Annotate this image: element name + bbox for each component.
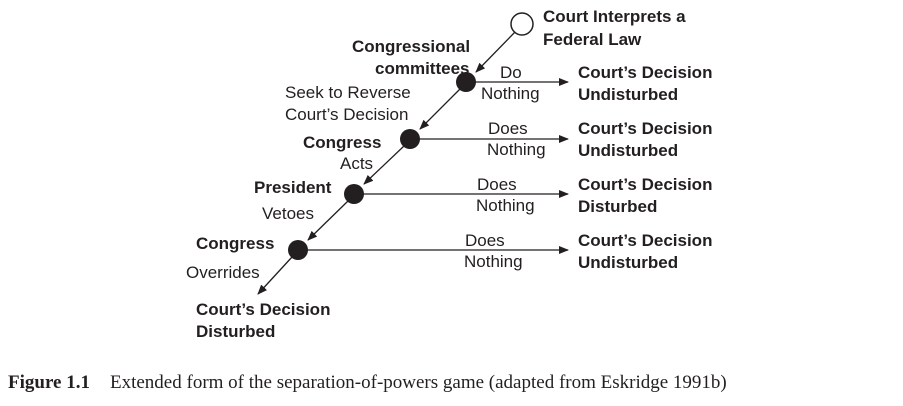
move-label: Seek to Reverse (285, 83, 411, 102)
outcome-label: Undisturbed (578, 141, 678, 160)
move-label: Overrides (186, 263, 260, 282)
caption-text: Extended form of the separation-of-power… (109, 372, 727, 393)
final-outcome-label: Disturbed (196, 322, 275, 341)
outcome-label: Undisturbed (578, 253, 678, 272)
player-label: Congress (196, 234, 274, 253)
outcome-label: Disturbed (578, 197, 657, 216)
figure-caption: Figure 1.1 Extended form of the separatio… (8, 372, 727, 394)
alt-label: Does (465, 231, 505, 250)
move-label: Acts (340, 154, 373, 173)
alt-label: Nothing (481, 84, 540, 103)
outcome-label: Court’s Decision (578, 231, 712, 250)
move-label: Court’s Decision (285, 105, 408, 124)
outcome-label: Court’s Decision (578, 63, 712, 82)
move-label: Vetoes (262, 204, 314, 223)
game-tree-diagram: Court Interprets a Federal Law Congressi… (186, 7, 712, 341)
alt-label: Nothing (487, 140, 546, 159)
alt-label: Nothing (476, 196, 535, 215)
arrow-seek-reverse (419, 88, 461, 130)
alt-label: Does (477, 175, 517, 194)
arrow-president-vetoes (307, 200, 349, 241)
figure-number: Figure 1.1 (8, 372, 90, 393)
player-label: committees (375, 59, 469, 78)
final-outcome-label: Court’s Decision (196, 300, 330, 319)
start-label: Court Interprets a (543, 7, 686, 26)
decision-node-president (344, 184, 364, 204)
start-node (510, 12, 534, 36)
alt-label: Nothing (464, 252, 523, 271)
alt-label: Do (500, 63, 522, 82)
start-label: Federal Law (543, 30, 642, 49)
arrow-start-to-committees (475, 31, 516, 73)
outcome-label: Undisturbed (578, 85, 678, 104)
outcome-label: Court’s Decision (578, 119, 712, 138)
decision-node-committees (456, 72, 476, 92)
decision-node-congress (400, 129, 420, 149)
player-label: Congressional (352, 37, 470, 56)
arrow-congress-overrides (257, 256, 293, 295)
alt-label: Does (488, 119, 528, 138)
decision-node-congress-override (288, 240, 308, 260)
outcome-label: Court’s Decision (578, 175, 712, 194)
player-label: President (254, 178, 332, 197)
player-label: Congress (303, 133, 381, 152)
arrow-congress-acts (363, 145, 405, 185)
